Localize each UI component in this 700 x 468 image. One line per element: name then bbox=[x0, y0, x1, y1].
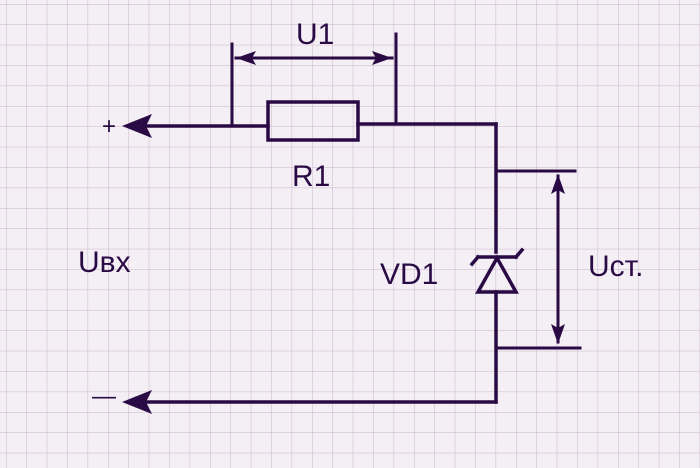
plus-sign: + bbox=[102, 113, 116, 140]
vd1-label: VD1 bbox=[380, 258, 438, 291]
output-voltage-label: Uст. bbox=[588, 250, 643, 283]
ust-arrow-top bbox=[551, 174, 565, 194]
r1-label: R1 bbox=[292, 160, 330, 193]
resistor-r1 bbox=[266, 100, 360, 142]
input-voltage-label: Uвх bbox=[78, 246, 131, 279]
minus-terminal-arrow bbox=[122, 390, 152, 414]
minus-sign: — bbox=[92, 383, 116, 410]
ust-arrow-bottom bbox=[551, 324, 565, 344]
plus-terminal-arrow bbox=[122, 114, 152, 138]
u1-arrow-right bbox=[372, 51, 392, 65]
u1-arrow-left bbox=[236, 51, 256, 65]
zener-diode-vd1 bbox=[469, 247, 525, 294]
u1-label: U1 bbox=[296, 18, 334, 51]
